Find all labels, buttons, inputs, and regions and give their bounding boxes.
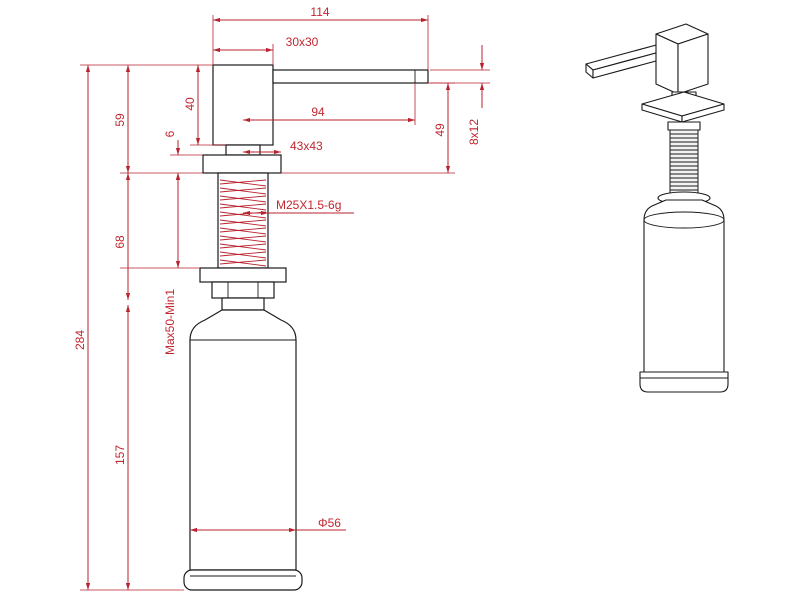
flange xyxy=(202,154,282,174)
soap-bottle xyxy=(189,309,297,571)
dim-total-height: 284 xyxy=(73,330,87,350)
dim-thread-length: 68 xyxy=(113,235,127,249)
dim-bottle-height: 157 xyxy=(113,445,127,465)
dim-bottle-diameter: Φ56 xyxy=(318,516,341,530)
dim-head-section: 30x30 xyxy=(286,35,319,49)
head-neck xyxy=(225,144,261,156)
iso-head-left xyxy=(655,33,679,95)
dim-flange-size: 43x43 xyxy=(290,139,323,153)
spout xyxy=(272,69,429,84)
dispenser-head xyxy=(212,64,274,146)
dim-thread-spec: M25X1.5-6g xyxy=(276,198,341,212)
bottle-base xyxy=(183,569,303,591)
dim-spout-length: 94 xyxy=(311,105,325,119)
iso-bottle-base xyxy=(639,371,729,393)
dim-flange-thickness: 6 xyxy=(163,130,177,137)
iso-head-right xyxy=(677,33,709,95)
mounting-nut xyxy=(199,267,287,283)
dim-spout-width: 114 xyxy=(310,5,329,19)
dim-mount-thickness: Max50-Min1 xyxy=(163,289,177,355)
dim-spout-drop: 49 xyxy=(433,123,447,137)
lock-nut xyxy=(211,281,275,299)
dim-spout-section: 8x12 xyxy=(467,119,481,145)
dim-head-to-mount: 59 xyxy=(113,113,127,127)
dimensions: 114 30x30 284 59 40 6 94 49 xyxy=(73,5,490,591)
isometric-view xyxy=(585,23,729,393)
dim-head-height: 40 xyxy=(183,97,197,111)
bottle-neck xyxy=(221,297,265,311)
